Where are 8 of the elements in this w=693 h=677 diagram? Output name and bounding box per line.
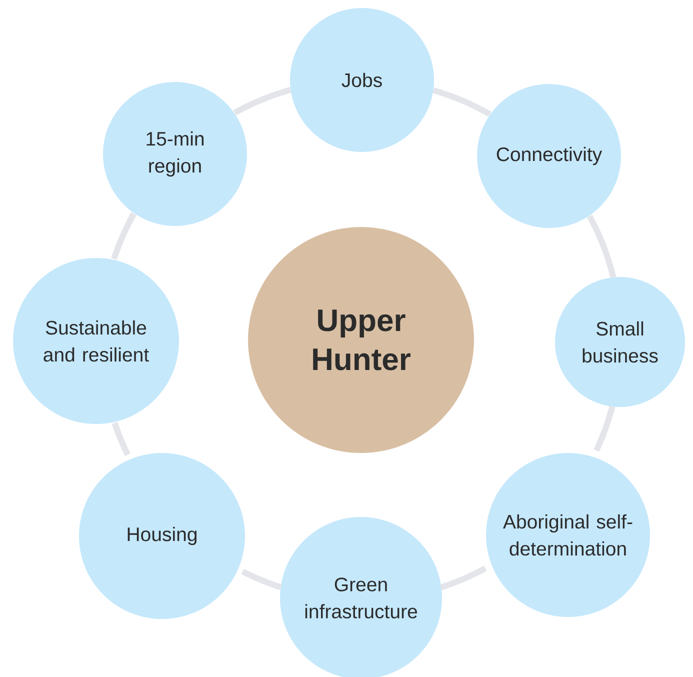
ring-connector	[112, 422, 130, 456]
ring-connector	[233, 86, 292, 116]
ring-connector	[111, 212, 136, 260]
ring-connector	[586, 214, 616, 278]
ring-connector	[432, 87, 492, 117]
ring-connector	[594, 406, 616, 452]
ring-connector	[241, 568, 282, 590]
ring-connector	[440, 566, 487, 590]
